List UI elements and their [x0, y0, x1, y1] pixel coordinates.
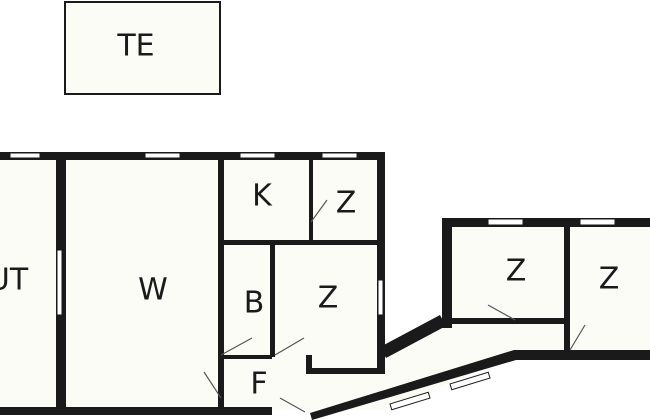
window [239, 152, 276, 159]
room-k [224, 160, 309, 240]
wall-west-right [442, 218, 452, 328]
room-z3 [452, 227, 564, 319]
wall-connector-lower [310, 350, 650, 420]
room-z2 [275, 245, 376, 368]
wall-connector-upper [380, 315, 446, 358]
door-z3 [487, 304, 516, 321]
room-label-b: B [244, 286, 265, 321]
wall-k-b [224, 240, 377, 245]
wall-south [0, 407, 272, 415]
room-label-f: F [250, 367, 267, 402]
wall-b-f [224, 355, 272, 359]
wall-north [0, 152, 385, 160]
window [144, 152, 181, 159]
wall-w-east [218, 160, 224, 410]
wall-east-main [377, 152, 385, 374]
room-labels: TE UT W K Z B Z F Z Z [0, 29, 619, 402]
room-w [66, 160, 220, 410]
window [321, 152, 358, 159]
window [449, 371, 491, 391]
door-z1 [310, 199, 328, 223]
windows [9, 152, 616, 411]
door-z4 [569, 324, 586, 351]
room-label-z2: Z [318, 281, 339, 316]
wall-z3-south [452, 318, 564, 324]
door-w [203, 371, 222, 399]
wall-z-f-jog [306, 355, 312, 373]
window [389, 391, 431, 411]
room-label-z3: Z [506, 254, 527, 289]
window [9, 152, 41, 159]
room-f [224, 318, 650, 410]
window [377, 279, 384, 316]
door-b [220, 337, 253, 356]
room-fills [0, 1, 650, 410]
wall-z3-z4 [564, 227, 570, 352]
window [56, 249, 63, 316]
room-label-te: TE [116, 29, 154, 64]
room-label-ut: UT [0, 263, 29, 298]
room-ut [0, 160, 58, 410]
room-te [64, 1, 221, 95]
door-entry [279, 397, 306, 413]
window [487, 218, 524, 226]
room-label-z1: Z [336, 186, 357, 221]
wall-north-right [442, 218, 650, 227]
door-z2 [274, 337, 305, 356]
room-label-w: W [138, 273, 168, 308]
room-label-k: K [252, 179, 273, 214]
wall-z-f [306, 368, 385, 374]
doors [203, 199, 586, 413]
room-z4 [570, 227, 650, 319]
wall-k-z [309, 160, 313, 242]
room-b [224, 245, 270, 355]
room-z1 [313, 160, 376, 240]
wall-b-z [270, 245, 275, 357]
room-label-z4: Z [599, 262, 620, 297]
window [579, 218, 616, 226]
